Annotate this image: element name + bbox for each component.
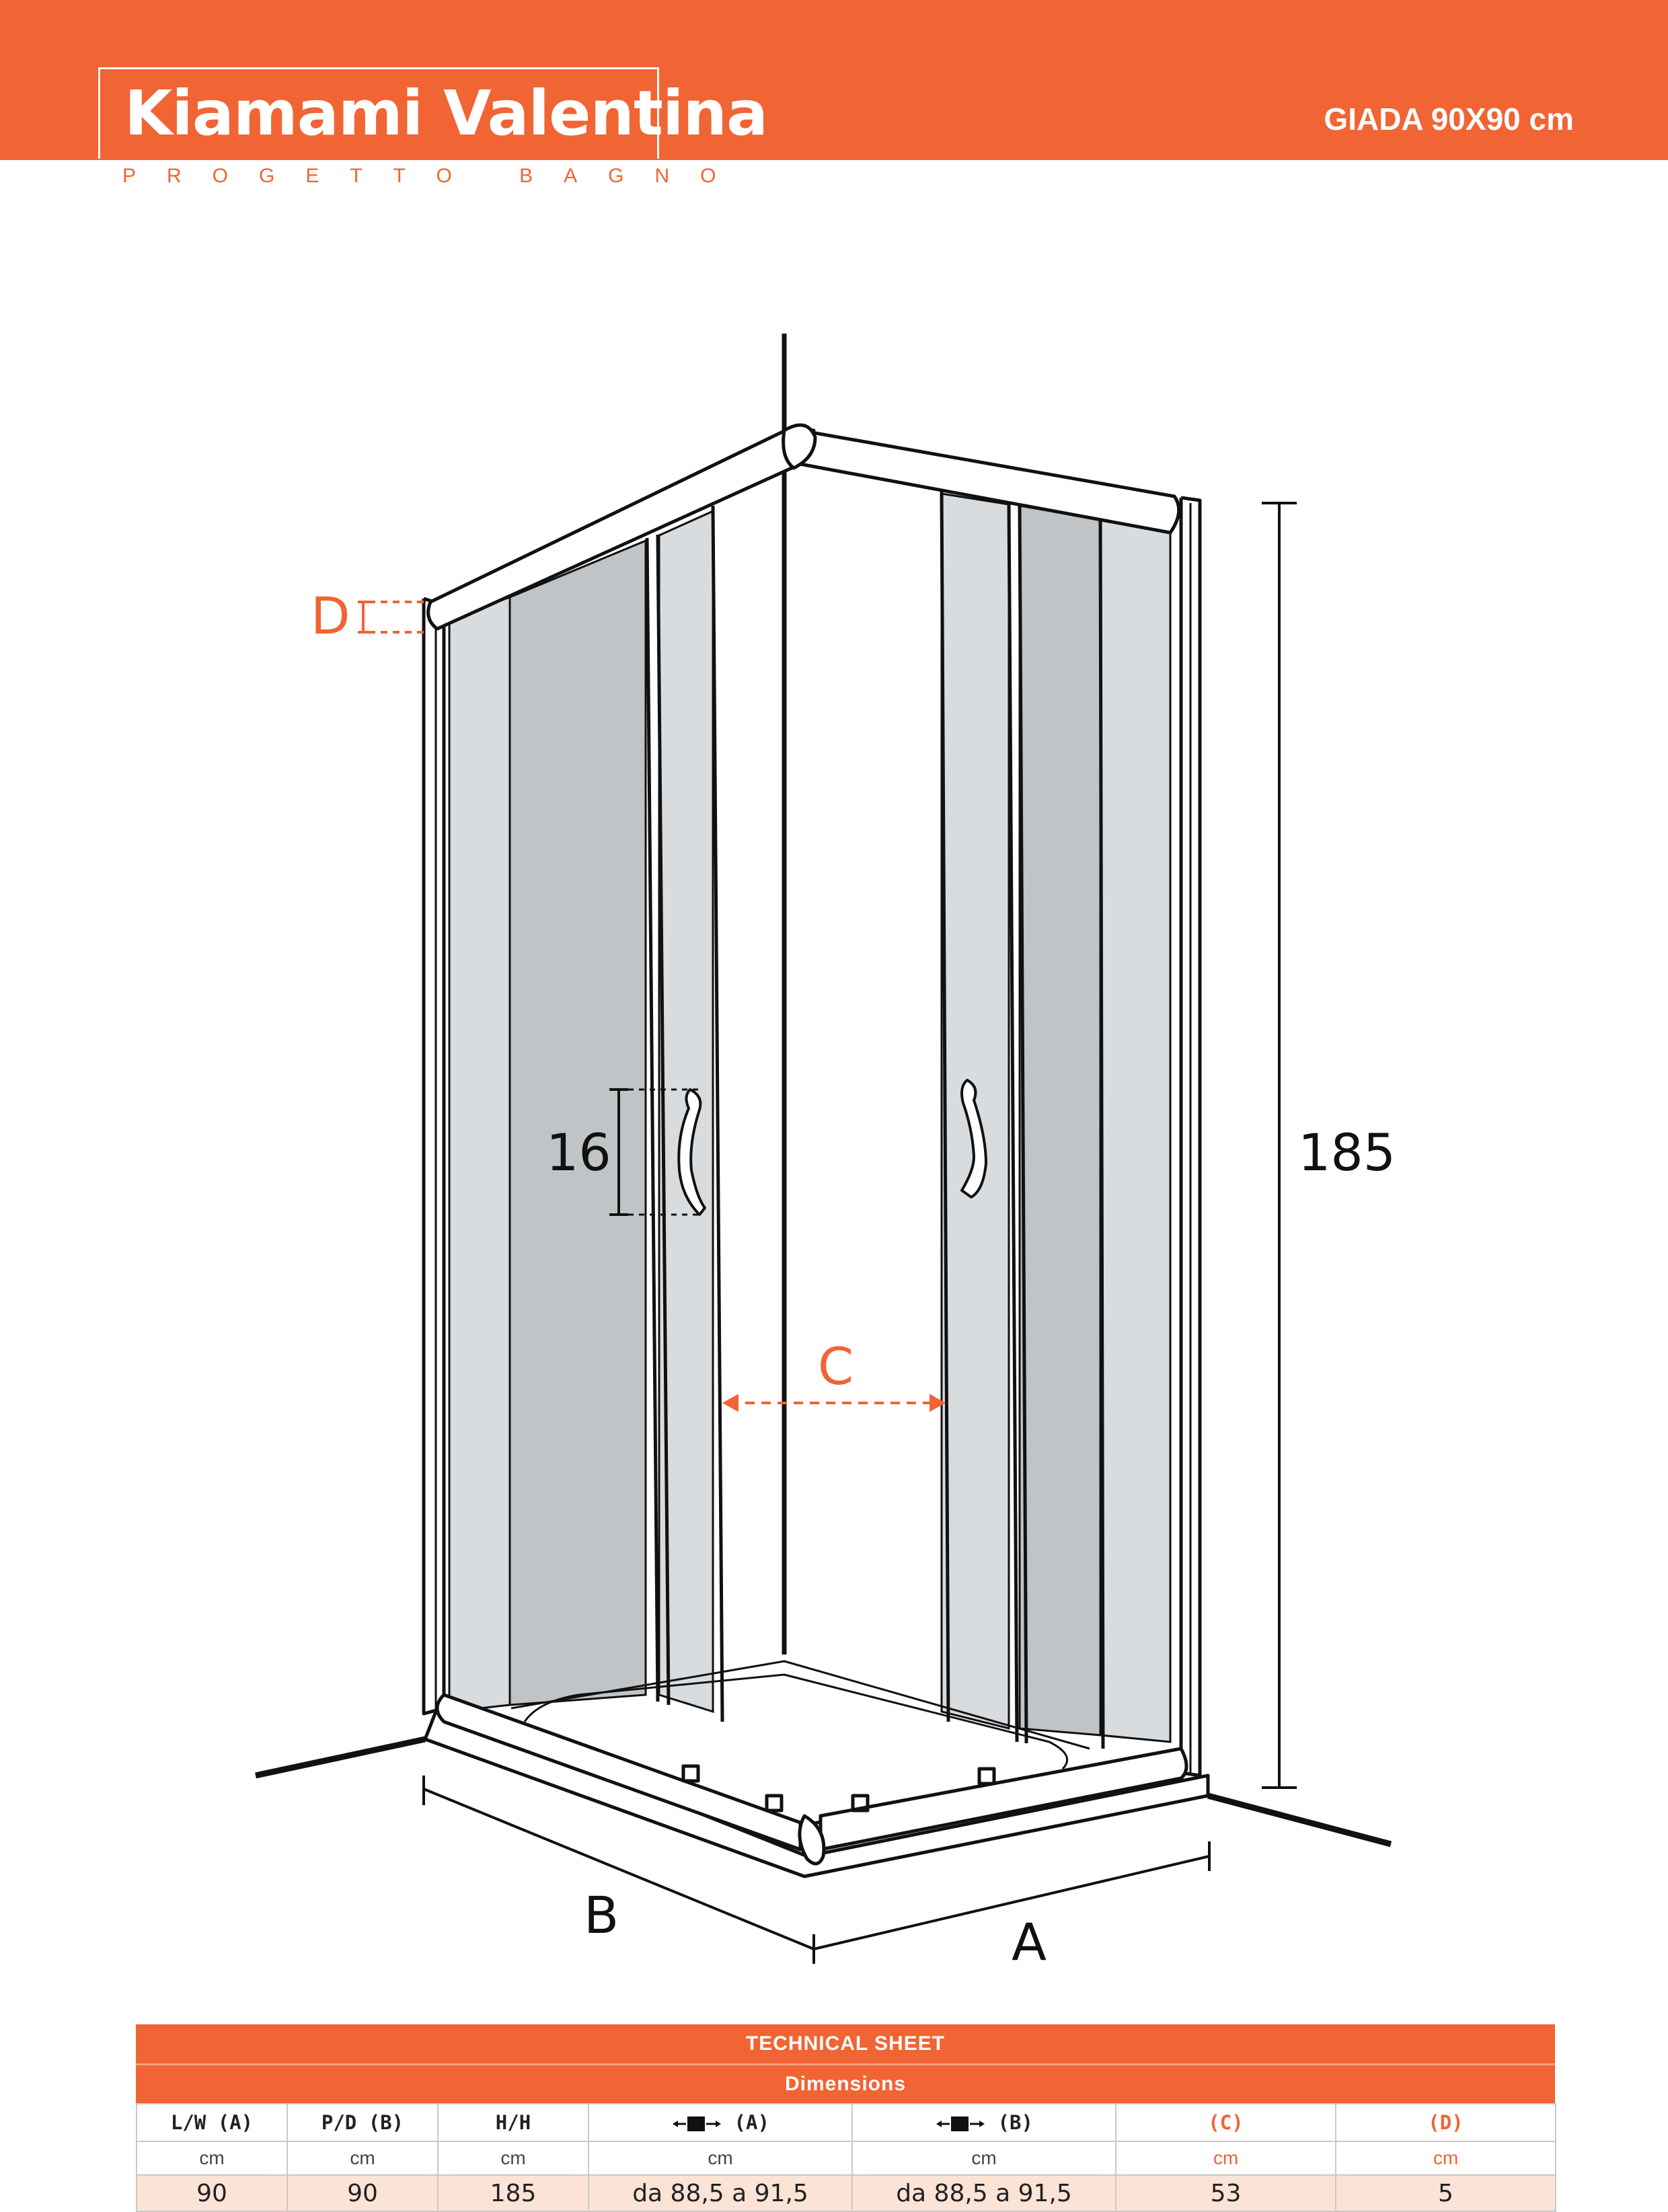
- col-header-a-label: (A): [734, 2111, 769, 2134]
- label-c: C: [818, 1336, 854, 1396]
- model-title: GIADA 90X90 cm: [1324, 102, 1574, 137]
- value-cell-lw: 90: [136, 2174, 288, 2212]
- label-d: D: [311, 586, 350, 646]
- table-unit-row: cm cm cm cm cm cm cm: [136, 2141, 1556, 2176]
- left-profile: [422, 597, 446, 1716]
- left-glass-dark: [508, 539, 647, 1706]
- col-header-opening-b: (B): [851, 2103, 1116, 2142]
- top-rail-right: [798, 428, 1181, 535]
- col-header-b-label: (B): [997, 2111, 1033, 2134]
- brand-subtitle: PROGETTO BAGNO: [122, 165, 747, 187]
- sheet-subtitle: Dimensions: [136, 2063, 1555, 2103]
- arrow-opening-icon: [936, 2116, 985, 2131]
- technical-sheet: TECHNICAL SHEET Dimensions L/W (A) P/D (…: [136, 2024, 1556, 2212]
- left-glass-outer: [448, 595, 511, 1713]
- b-dim-line: [423, 1788, 814, 1950]
- floor-line-left: [255, 1736, 426, 1779]
- label-b: B: [584, 1885, 619, 1945]
- value-cell-pd: 90: [287, 2174, 439, 2212]
- unit-cell: cm: [851, 2141, 1116, 2176]
- value-cell-d: 5: [1335, 2174, 1556, 2212]
- value-cell-b: da 88,5 a 91,5: [851, 2174, 1116, 2212]
- right-glass-dark: [1018, 504, 1102, 1737]
- col-header-lw: L/W (A): [136, 2103, 288, 2142]
- table-header-row: L/W (A) P/D (B) H/H (A): [136, 2103, 1556, 2142]
- header-bar: Kiamami Valentina GIADA 90X90 cm: [0, 0, 1668, 160]
- bottom-rail-right: [819, 1747, 1188, 1852]
- a-dim-line: [813, 1855, 1210, 1950]
- unit-cell: cm: [287, 2141, 439, 2176]
- col-header-h: H/H: [437, 2103, 589, 2142]
- unit-cell: cm: [437, 2141, 589, 2176]
- col-header-opening-a: (A): [588, 2103, 853, 2142]
- brand-name: Kiamami Valentina: [124, 77, 768, 149]
- value-cell-c: 53: [1115, 2174, 1336, 2212]
- col-header-pd: P/D (B): [287, 2103, 439, 2142]
- brand-logo-box: Kiamami Valentina: [98, 67, 768, 159]
- sheet-title: TECHNICAL SHEET: [136, 2024, 1555, 2063]
- bottom-rail-left: [435, 1693, 802, 1852]
- label-handle-16: 16: [546, 1122, 611, 1182]
- col-header-d: (D): [1335, 2103, 1556, 2142]
- unit-cell: cm: [588, 2141, 853, 2176]
- label-a: A: [1012, 1912, 1047, 1972]
- dimensions-table: L/W (A) P/D (B) H/H (A): [136, 2103, 1556, 2212]
- label-height-185: 185: [1298, 1122, 1396, 1182]
- unit-cell: cm: [1115, 2141, 1336, 2176]
- right-glass-outer: [1099, 518, 1172, 1743]
- unit-cell: cm: [1335, 2141, 1556, 2176]
- left-door-handle: [677, 1088, 706, 1216]
- floor-line-right: [1207, 1792, 1392, 1847]
- table-value-row: 90 90 185 da 88,5 a 91,5 da 88,5 a 91,5 …: [136, 2174, 1556, 2212]
- right-door-handle: [960, 1079, 987, 1198]
- value-cell-h: 185: [437, 2174, 589, 2212]
- shower-enclosure-drawing: D 16 185 C B A: [255, 334, 1396, 1972]
- value-cell-a: da 88,5 a 91,5: [588, 2174, 853, 2212]
- arrow-opening-icon: [673, 2116, 722, 2131]
- col-header-c: (C): [1115, 2103, 1336, 2142]
- unit-cell: cm: [136, 2141, 288, 2176]
